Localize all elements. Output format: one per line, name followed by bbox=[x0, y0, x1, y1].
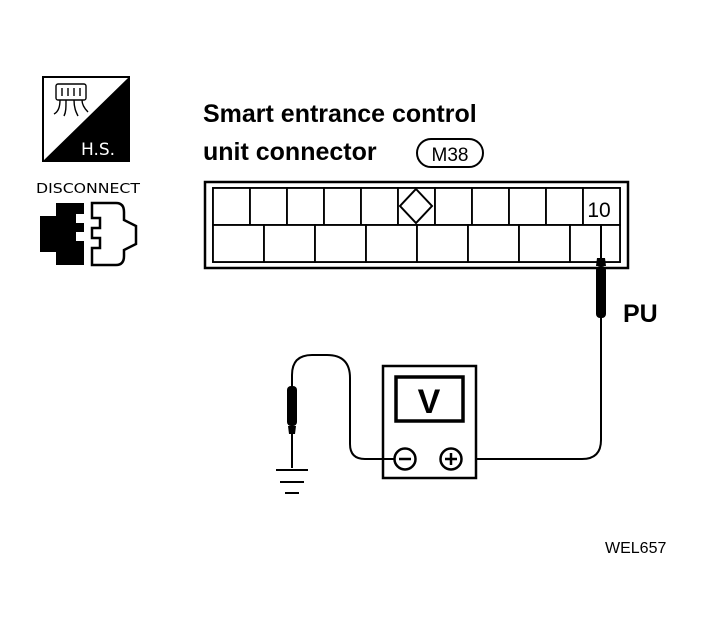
voltmeter: V bbox=[381, 364, 478, 480]
negative-terminal bbox=[393, 447, 417, 471]
harness-connector-icon bbox=[53, 83, 89, 117]
terminal-number: 10 bbox=[587, 199, 610, 222]
connector-code-badge: M38 bbox=[416, 138, 484, 168]
connector-title-line2: unit connector bbox=[203, 138, 377, 166]
positive-lead-wire bbox=[462, 318, 602, 460]
connector-title-line1: Smart entrance control bbox=[203, 100, 477, 128]
wire-color-label: PU bbox=[623, 300, 658, 328]
connector-body bbox=[203, 180, 630, 270]
connector-top-row bbox=[212, 187, 621, 226]
negative-probe bbox=[287, 386, 297, 468]
ground-icon bbox=[276, 469, 308, 494]
positive-terminal bbox=[439, 447, 463, 471]
negative-lead-wire bbox=[291, 354, 394, 460]
connector-bottom-row bbox=[212, 224, 621, 263]
positive-probe bbox=[596, 225, 606, 318]
hs-label: H.S. bbox=[81, 140, 115, 160]
connector-lock-key bbox=[398, 187, 434, 225]
harness-side-badge: H.S. bbox=[42, 76, 130, 162]
disconnect-connector-icon bbox=[40, 201, 138, 267]
figure-reference: WEL657 bbox=[605, 540, 666, 557]
disconnect-label: DISCONNECT bbox=[36, 182, 140, 197]
voltmeter-symbol: V bbox=[418, 383, 441, 421]
connector-code: M38 bbox=[432, 145, 469, 166]
